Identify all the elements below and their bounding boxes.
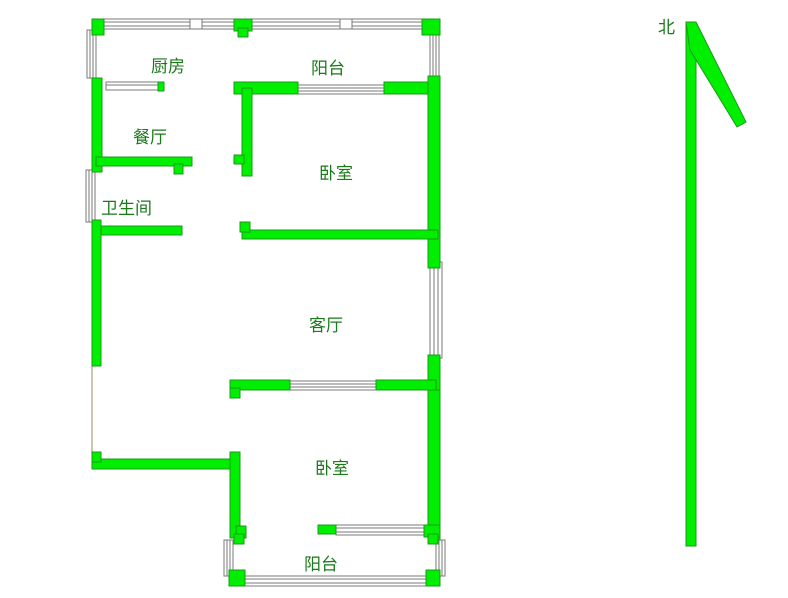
wall-post-top-mid	[237, 27, 249, 38]
room-label-living: 客厅	[309, 316, 343, 336]
wall-dining-bottom	[95, 156, 193, 167]
walls	[91, 18, 441, 587]
windows	[85, 18, 446, 587]
wall-left-living	[91, 219, 102, 367]
wall-living-bottom-stub	[229, 387, 241, 399]
wall-bedroom-lower-bottom-left	[317, 524, 337, 535]
window-living-right	[429, 261, 443, 359]
north-arrow-icon	[685, 21, 747, 547]
window-balcony-top-right	[429, 29, 440, 77]
wall-corner-bottom-left	[228, 569, 246, 587]
window-bedroom-lower	[335, 524, 425, 536]
wall-bottom-left-side	[233, 533, 245, 545]
wall-bottom-right-side	[427, 533, 439, 545]
wall-living-bottom-right	[375, 379, 437, 391]
room-label-bedroom-lower: 卧室	[315, 459, 349, 479]
wall-lower-left-stub	[91, 451, 102, 463]
room-label-bathroom: 卫生间	[101, 199, 152, 219]
window-top-left	[101, 18, 235, 30]
wall-corner-top-right	[421, 18, 441, 36]
wall-bedroom-upper-bottom	[241, 229, 439, 240]
wall-right-lower	[427, 389, 441, 541]
room-label-bedroom-upper: 卧室	[319, 164, 353, 184]
wall-bedroom-upper-left	[241, 87, 253, 177]
window-kitchen-inner	[105, 81, 159, 91]
wall-corner-top-left	[91, 18, 105, 36]
wall-left-upper	[91, 77, 103, 173]
wall-kitchen-stub	[157, 81, 165, 92]
room-label-balcony-top: 阳台	[311, 59, 345, 79]
window-bedroom-upper	[297, 84, 385, 95]
wall-living-bottom-left	[229, 379, 291, 391]
north-label: 北	[658, 18, 675, 38]
window-bathroom-left	[85, 169, 96, 223]
window-living-inner	[289, 380, 377, 391]
wall-lower-left-horizontal	[91, 458, 239, 470]
wall-right-upper	[427, 75, 441, 269]
room-label-kitchen: 厨房	[151, 57, 185, 77]
wall-bedroom-upper-left-stub	[233, 154, 245, 165]
room-label-dining: 餐厅	[133, 128, 167, 148]
room-label-balcony-bottom: 阳台	[304, 555, 338, 575]
window-top-right	[251, 18, 423, 30]
wall-bedroom-lower-left	[229, 451, 241, 539]
window-kitchen-left	[86, 29, 97, 79]
wall-bedroom-upper-bottom-stub	[239, 221, 251, 233]
wall-dining-stub	[173, 163, 184, 175]
wall-corner-bottom-right	[425, 569, 441, 587]
wall-bathroom-bottom	[95, 225, 183, 236]
